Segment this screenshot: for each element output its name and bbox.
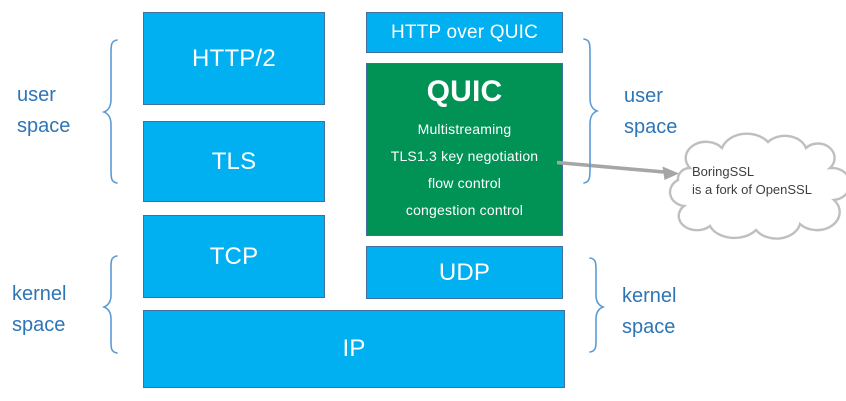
quic-title: QUIC: [426, 75, 503, 108]
kernel-space-label-right-line1: kernel: [622, 285, 677, 307]
kernel-space-label-right-line2: space: [622, 316, 676, 338]
boringssl-callout-text: BoringSSL is a fork of OpenSSL: [692, 163, 812, 199]
quic-to-cloud-arrowhead: [662, 166, 679, 180]
udp-label: UDP: [438, 258, 491, 286]
ip-box: IP: [143, 310, 565, 388]
tls-label: TLS: [211, 147, 257, 175]
quic-feature: flow control: [427, 175, 502, 191]
tcp-box: TCP: [143, 215, 325, 298]
http2-label: HTTP/2: [192, 44, 276, 72]
http-over-quic-label: HTTP over QUIC: [390, 21, 539, 43]
kernel-space-label-left: kernel space: [12, 279, 66, 341]
kernel-space-label-right: kernel space: [622, 281, 676, 343]
user-space-label-right: user space: [624, 81, 677, 143]
kernel-space-brace-left: [101, 255, 118, 354]
quic-to-cloud-arrow: [556, 160, 665, 174]
udp-box: UDP: [366, 246, 563, 299]
user-space-label-left-line2: space: [17, 115, 71, 137]
quic-feature: TLS1.3 key negotiation: [390, 148, 539, 164]
http-over-quic-box: HTTP over QUIC: [366, 12, 563, 53]
kernel-space-brace-right: [589, 257, 606, 353]
tcp-label: TCP: [209, 242, 259, 270]
quic-feature-list: Multistreaming TLS1.3 key negotiation fl…: [391, 116, 539, 224]
kernel-space-label-left-line2: space: [12, 314, 66, 336]
boringssl-callout-line1: BoringSSL: [692, 164, 755, 179]
quic-feature: congestion control: [405, 202, 524, 218]
kernel-space-label-left-line1: kernel: [12, 283, 67, 305]
user-space-brace-left: [101, 39, 118, 184]
user-space-label-left: user space: [17, 80, 70, 142]
tls-box: TLS: [143, 121, 325, 202]
user-space-label-right-line2: space: [624, 116, 678, 138]
boringssl-callout-line2: is a fork of OpenSSL: [692, 182, 812, 197]
ip-label: IP: [342, 335, 366, 362]
quic-feature: Multistreaming: [417, 121, 512, 137]
user-space-label-left-line1: user: [17, 84, 56, 106]
user-space-label-right-line1: user: [624, 85, 663, 107]
quic-box: QUIC Multistreaming TLS1.3 key negotiati…: [366, 63, 563, 236]
http2-box: HTTP/2: [143, 12, 325, 105]
user-space-brace-right: [583, 38, 600, 184]
